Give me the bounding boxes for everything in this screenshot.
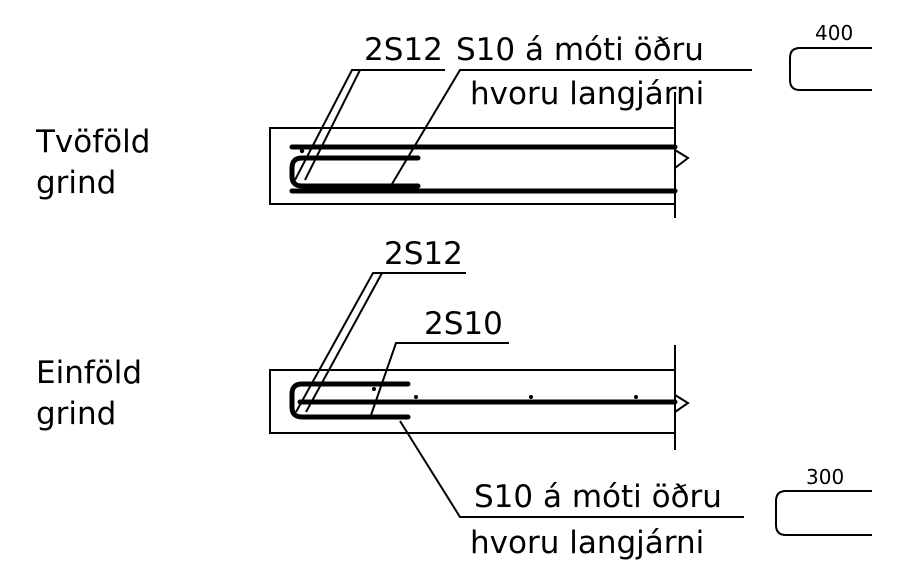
double-label-s10-line1: S10 á móti öðru xyxy=(456,32,704,68)
single-dimension-shape xyxy=(775,490,872,536)
single-dot-2 xyxy=(414,395,418,399)
single-grid-title-line1: Einföld xyxy=(36,355,142,391)
single-label-s10-line2: hvoru langjárni xyxy=(470,525,704,561)
double-bar-dot xyxy=(299,148,305,154)
double-u-link xyxy=(289,155,421,189)
single-grid-title-line2: grind xyxy=(36,396,116,432)
double-label-2s12: 2S12 xyxy=(364,32,443,68)
double-leader-s10 xyxy=(391,69,752,185)
single-u-link xyxy=(289,381,411,420)
single-leader-s10 xyxy=(399,420,744,518)
double-leader-2s12 xyxy=(294,69,445,181)
single-wall-outline xyxy=(269,369,675,434)
single-leader-2s12-b xyxy=(305,272,383,413)
double-wall-outline xyxy=(269,127,675,205)
double-label-s10-line2: hvoru langjárni xyxy=(470,76,704,112)
double-grid-title-line2: grind xyxy=(36,165,116,201)
single-dot-5 xyxy=(374,415,378,419)
single-leader-2s10 xyxy=(369,342,509,419)
double-grid-section: Tvöföld grind 2S12 S10 á móti öðru hvoru… xyxy=(35,21,872,218)
single-break-mark xyxy=(674,394,690,413)
single-dot-4 xyxy=(634,395,638,399)
double-grid-title-line1: Tvöföld xyxy=(35,124,150,160)
single-dot-3 xyxy=(529,395,533,399)
single-grid-section: Einföld grind 2S12 2S10 S10 á móti öðru … xyxy=(36,236,872,561)
double-leader-2s12-b xyxy=(304,69,361,181)
double-dimension-shape xyxy=(789,47,872,91)
double-break-mark xyxy=(674,149,690,169)
single-label-2s12: 2S12 xyxy=(384,236,463,272)
single-label-2s10: 2S10 xyxy=(424,306,503,342)
double-dimension-value: 400 xyxy=(815,21,853,45)
single-dimension-value: 300 xyxy=(806,465,844,489)
single-leader-2s12 xyxy=(295,272,466,413)
single-label-s10-line1: S10 á móti öðru xyxy=(474,479,722,515)
single-dot-1 xyxy=(372,387,376,391)
